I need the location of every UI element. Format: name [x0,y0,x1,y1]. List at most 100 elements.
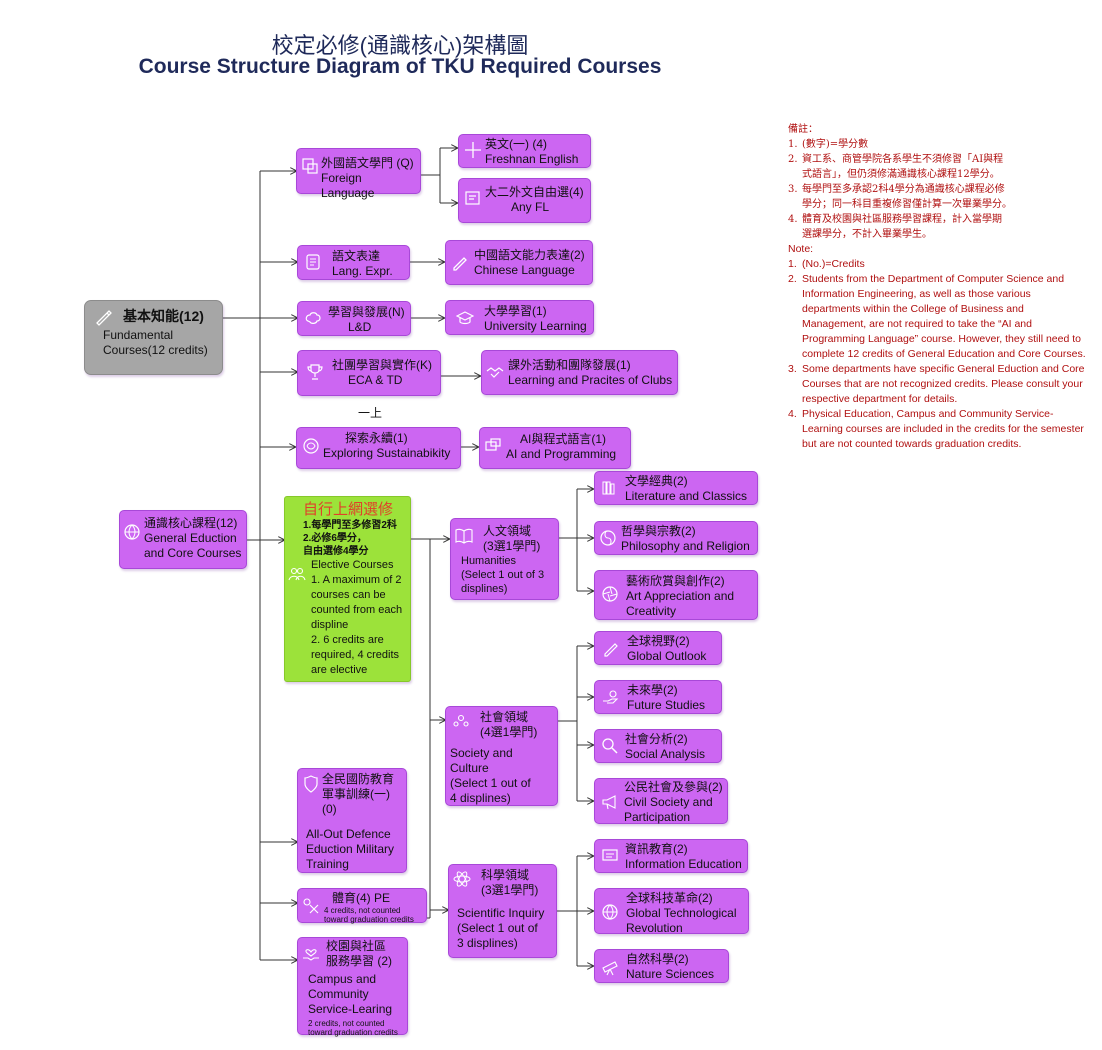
science-en: Scientific Inquiry (Select 1 out of 3 di… [457,906,545,950]
future-en: Future Studies [627,698,706,712]
plus-cross-icon [464,141,482,159]
globe-icon [123,523,141,541]
civil-en: Civil Society and Participation [624,795,713,824]
notes-zh-head: 備註： [788,124,818,135]
node-clubs: 課外活動和團隊發展(1) Learning and Pracites of Cl… [481,350,678,395]
notes-en-item: 2. Students from the Department of Comput… [788,272,1088,362]
global-outlook-en: Global Outlook [627,649,707,663]
stray-label: 一上 [358,406,383,420]
node-chinese: 中國語文能力表達(2) Chinese Language [445,240,593,285]
notes-zh-text: 體育及校園與社區服務學習課程，計入當學期 選課學分，不計入畢業學生。 [802,214,1002,240]
notes-zh-num: 1. [788,139,798,150]
notes-zh-num: 2. [788,154,798,165]
node-ai: AI與程式語言(1) AI and Programming [479,427,631,469]
node-humanities: 人文領域 (3選1學門) Humanities (Select 1 out of… [450,518,559,600]
tech-rev-en: Global Technological Revolution [626,906,737,935]
node-sustainability: 探索永續(1) Exploring Sustainabikity [296,427,461,469]
art-zh: 藝術欣賞與創作(2) [626,574,725,588]
eca-zh: 社團學習與實作(K) [332,358,432,372]
node-society: 社會領域 (4選1學門) Society and Culture (Select… [445,706,558,806]
diagram-title-en: Course Structure Diagram of TKU Required… [138,55,662,78]
ld-en: L&D [348,320,372,334]
translate-icon [301,157,319,175]
node-philosophy: 哲學與宗教(2) Philosophy and Religion [594,521,758,555]
nature-en: Nature Sciences [626,967,715,981]
bookshelf-icon [601,479,619,497]
notes-zh-item: 4.體育及校園與社區服務學習課程，計入當學期 選課學分，不計入畢業學生。 [788,212,1088,242]
ai-chat-icon [484,438,502,456]
node-general: 通識核心課程(12) General Eduction and Core Cou… [119,510,247,569]
university-learning-zh: 大學學習(1) [484,304,547,318]
foreign-language-en: Foreign Language [321,171,375,200]
node-eca: 社團學習與實作(K) ECA & TD [297,350,441,396]
world-icon [601,903,619,921]
node-literature: 文學經典(2) Literature and Classics [594,471,758,505]
shield-icon [302,775,320,793]
service-en: Campus and Community Service-Learing [308,972,393,1016]
people-icon [288,565,306,583]
pen-icon [451,253,469,271]
pencil-icon [602,639,620,657]
info-ed-en: Information Education [625,857,742,871]
notes-en-item: 4.Physical Education, Campus and Communi… [788,407,1088,452]
node-civil: 公民社會及參與(2) Civil Society and Participati… [594,778,728,824]
notes-zh-num: 3. [788,184,798,195]
ld-zh: 學習與發展(N) [328,305,405,319]
ai-zh: AI與程式語言(1) [520,432,607,446]
clubs-zh: 課外活動和團隊發展(1) [508,358,631,372]
node-ld: 學習與發展(N) L&D [297,301,411,336]
social-analysis-zh: 社會分析(2) [625,732,688,746]
service-note: 2 credits, not counted toward graduation… [308,1019,398,1037]
lang-expr-zh: 語文表達 [332,249,381,263]
university-learning-en: University Learning [484,319,587,333]
hand-coin-icon [602,688,620,706]
elective-en: Elective Courses 1. A maximum of 2 cours… [311,559,403,676]
scroll-icon [304,253,322,271]
diagram-title-zh: 校定必修(通識核心)架構圖 [271,33,529,58]
clubs-en: Learning and Pracites of Clubs [508,373,673,387]
elective-zh: 1.每學門至多修習2科 2.必修6學分， 自由選修4學分 [303,520,397,557]
node-foreign-language: 外國語文學門 (Q) Foreign Language [296,148,421,200]
philosophy-en: Philosophy and Religion [621,539,750,553]
notes-en-text: Some departments have specific General E… [802,363,1085,405]
node-service: 校園與社區 服務學習 (2) Campus and Community Serv… [297,937,408,1037]
notes-zh-text: 資工系、商管學院各系學生不須修習「AI與程 式語言」，但仍須修滿通識核心課程12… [802,154,1004,180]
chinese-zh: 中國語文能力表達(2) [474,248,585,262]
fundamental-title: 基本知能(12) [123,308,204,324]
science-zh: 科學領域 (3選1學門) [481,868,539,897]
sustainability-en: Exploring Sustainabikity [323,446,451,460]
node-lang-expr: 語文表達 Lang. Expr. [297,245,410,280]
megaphone-icon [601,793,619,811]
node-science: 科學領域 (3選1學門) Scientific Inquiry (Select … [448,864,557,958]
notes-zh-item: 3. 每學門至多承認2科4學分為通識核心課程必修 學分；同一科目重複修習僅計算一次… [788,182,1088,212]
notes-en-text: Students from the Department of Computer… [802,273,1086,360]
notes-en-num: 4. [788,408,797,420]
society-en: Society and Culture (Select 1 out of 4 d… [450,746,531,805]
notes-en-item: 3.Some departments have specific General… [788,362,1088,407]
node-second-fl: 大二外文自由選(4) Any FL [458,178,591,223]
notes-zh-item: 1. (數字)=學分數 [788,137,1088,152]
node-university-learning: 大學學習(1) University Learning [445,300,594,335]
yin-yang-icon [599,529,617,547]
art-en: Art Appreciation and Creativity [626,589,735,618]
aperture-icon [601,585,619,603]
notes-zh-text: 每學門至多承認2科4學分為通識核心課程必修 學分；同一科目重複修習僅計算一次畢業… [802,184,1012,210]
notes-en-num: 1. [788,258,797,270]
pencil-hand-icon [95,308,113,326]
humanities-zh: 人文領域 (3選1學門) [483,524,541,553]
node-social-analysis: 社會分析(2) Social Analysis [594,729,722,763]
community-icon [452,713,470,731]
nature-zh: 自然科學(2) [626,952,689,966]
notes-zh-text: (數字)=學分數 [802,139,869,150]
notes-en-num: 2. [788,273,797,285]
fundamental-sub: Fundamental Courses(12 credits) [103,328,208,357]
second-fl-en: Any FL [511,200,550,214]
pe-note: 4 credits, not counted toward graduation… [324,906,414,924]
node-defence: 全民國防教育 軍事訓練(一)(0) All-Out Defence Educti… [297,768,407,873]
literature-en: Literature and Classics [625,489,748,503]
notes-zh-item: 2. 資工系、商管學院各系學生不須修習「AI與程 式語言」，但仍須修滿通識核心課程… [788,152,1088,182]
node-global-outlook: 全球視野(2) Global Outlook [594,631,722,665]
second-fl-zh: 大二外文自由選(4) [485,185,584,199]
monitor-icon [601,847,619,865]
lang-expr-en: Lang. Expr. [332,264,393,278]
